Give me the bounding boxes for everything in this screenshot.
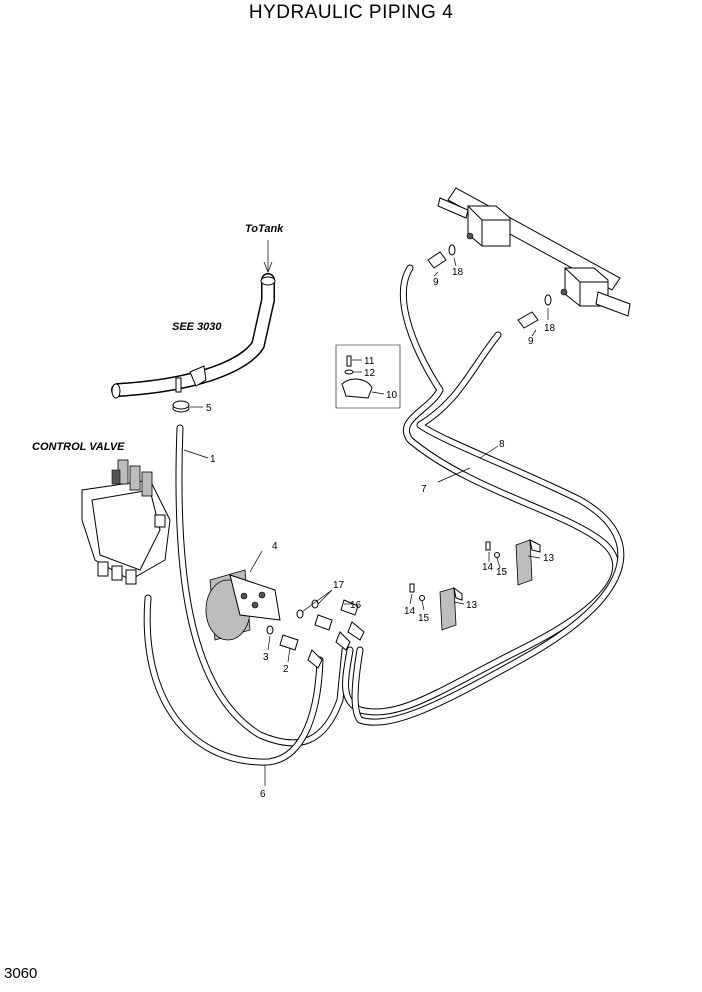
callout-11: 11 bbox=[364, 356, 375, 367]
callout-16: 16 bbox=[350, 600, 362, 611]
callout-3: 3 bbox=[263, 652, 269, 663]
callout-9-lower: 9 bbox=[528, 336, 534, 347]
callout-leaders bbox=[183, 257, 549, 786]
bracket-upper[interactable] bbox=[485, 539, 541, 586]
page-number: 3060 bbox=[4, 965, 38, 982]
callout-13-lower: 13 bbox=[466, 600, 478, 611]
fitting-group[interactable] bbox=[266, 599, 365, 669]
callout-15-upper: 15 bbox=[496, 567, 508, 578]
callout-13-upper: 13 bbox=[543, 553, 555, 564]
bracket-lower[interactable] bbox=[409, 583, 463, 631]
control-valve-note: CONTROL VALVE bbox=[32, 441, 125, 453]
hydraulic-cylinder[interactable] bbox=[437, 187, 631, 317]
callout-18-upper: 18 bbox=[452, 267, 464, 278]
hose-clamp[interactable] bbox=[172, 400, 190, 413]
hose-7[interactable] bbox=[342, 264, 620, 716]
callout-1: 1 bbox=[210, 454, 216, 465]
orbit-motor[interactable] bbox=[205, 569, 281, 641]
callout-8: 8 bbox=[499, 439, 505, 450]
callout-15-lower: 15 bbox=[418, 613, 430, 624]
callout-2: 2 bbox=[283, 664, 289, 675]
callout-12: 12 bbox=[364, 368, 376, 379]
callout-18-lower: 18 bbox=[544, 323, 556, 334]
callout-17: 17 bbox=[333, 580, 345, 591]
callout-6: 6 bbox=[260, 789, 266, 800]
fitting-upper[interactable] bbox=[427, 244, 456, 269]
callout-14-lower: 14 bbox=[404, 606, 416, 617]
clamp-kit-box[interactable] bbox=[335, 344, 401, 409]
hose-6[interactable] bbox=[143, 594, 324, 766]
callout-4: 4 bbox=[272, 541, 278, 552]
callout-labels: 1 2 3 4 5 6 7 8 9 9 10 11 12 13 13 14 14… bbox=[206, 267, 556, 800]
callout-9-upper: 9 bbox=[433, 277, 439, 288]
fitting-lower[interactable] bbox=[517, 294, 552, 329]
hose-8[interactable] bbox=[351, 331, 625, 726]
page-title: HYDRAULIC PIPING 4 bbox=[248, 2, 454, 23]
callout-7: 7 bbox=[421, 484, 427, 495]
see-reference-note: SEE 3030 bbox=[172, 321, 222, 333]
tank-return-pipe[interactable] bbox=[111, 273, 276, 399]
callout-5: 5 bbox=[206, 403, 212, 414]
callout-14-upper: 14 bbox=[482, 562, 494, 573]
control-valve[interactable] bbox=[81, 459, 171, 585]
callout-10: 10 bbox=[386, 390, 398, 401]
hose-1[interactable] bbox=[175, 424, 349, 747]
to-tank-note: ToTank bbox=[245, 223, 284, 235]
